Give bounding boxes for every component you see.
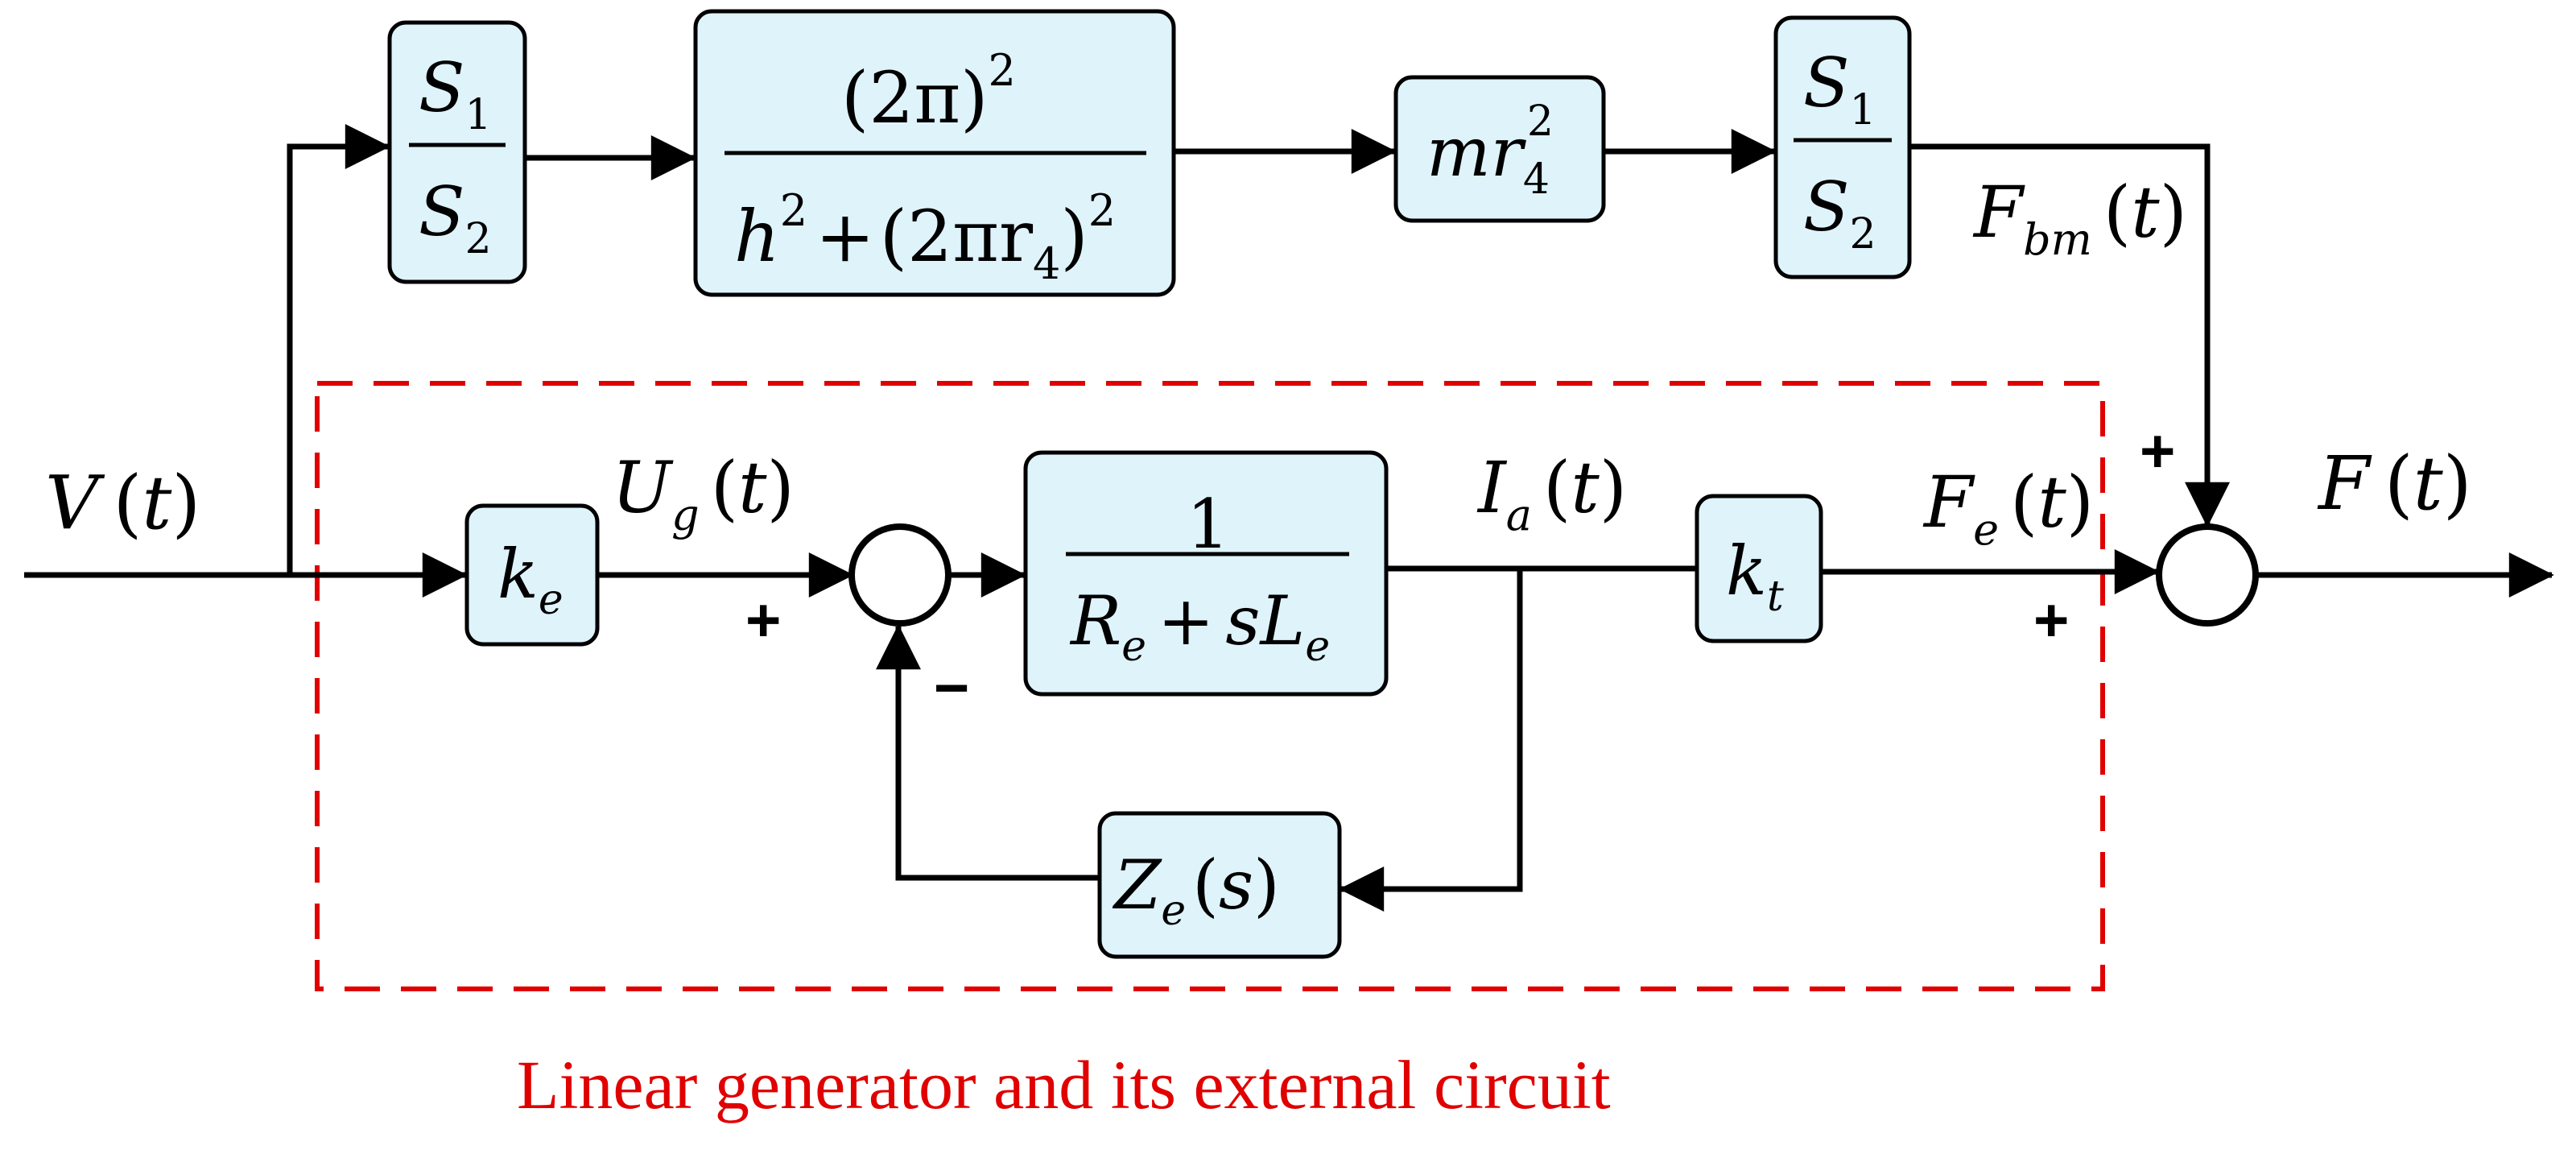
wire-ratio2-to-sum2 (1909, 143, 2230, 527)
linear-generator-region (315, 381, 2105, 991)
ratio-block-1: S1 S2 (387, 20, 527, 284)
summing-junction-1 (848, 523, 952, 627)
summing-junction-2 (2156, 523, 2259, 627)
ke-block: ke (464, 503, 600, 647)
svg-text:S2: S2 (419, 172, 492, 263)
wire-impedance-to-sum1 (876, 624, 1098, 881)
svg-text:ke: ke (497, 535, 564, 624)
electrical-block: 1 Re+sLe (1023, 450, 1389, 697)
sum1-minus-sign: − (934, 654, 969, 722)
ratio-block-2: S1 S2 (1773, 15, 1912, 279)
label-ug: Ug(t) (612, 446, 795, 540)
sum1-plus-sign: + (745, 586, 781, 655)
label-ia: Ia(t) (1476, 446, 1627, 540)
impedance-block: Ze(s) (1097, 811, 1342, 959)
kt-block: kt (1695, 494, 1823, 643)
svg-text:1: 1 (1187, 485, 1229, 564)
svg-text:S1: S1 (419, 48, 492, 139)
sum2-top-plus-sign: + (2140, 417, 2175, 486)
label-output-f: F(t) (2317, 441, 2472, 527)
label-input-v: V(t) (45, 460, 200, 546)
wire-branch-to-ratio1 (287, 124, 390, 575)
mass-block: mr42 (1393, 75, 1606, 223)
svg-text:(2π)2: (2π)2 (841, 45, 1016, 139)
wire-current-to-impedance (1339, 569, 1523, 912)
svg-text:Ze(s): Ze(s) (1112, 846, 1280, 935)
region-caption: Linear generator and its external circui… (517, 1046, 1611, 1123)
spring-geometry-block: (2π)2 h2+(2πr4)2 (693, 9, 1176, 297)
svg-text:Re+sLe: Re+sLe (1069, 581, 1330, 671)
sum2-left-plus-sign: + (2033, 586, 2069, 655)
svg-text:mr42: mr42 (1426, 97, 1554, 204)
label-fe: Fe(t) (1922, 461, 2094, 555)
signal-wires (24, 124, 2554, 912)
svg-text:h2+(2πr4)2: h2+(2πr4)2 (734, 185, 1116, 289)
svg-text:S2: S2 (1803, 168, 1876, 259)
svg-text:kt: kt (1726, 532, 1784, 621)
label-fbm: Fbm(t) (1972, 171, 2187, 265)
svg-text:S1: S1 (1803, 43, 1876, 134)
